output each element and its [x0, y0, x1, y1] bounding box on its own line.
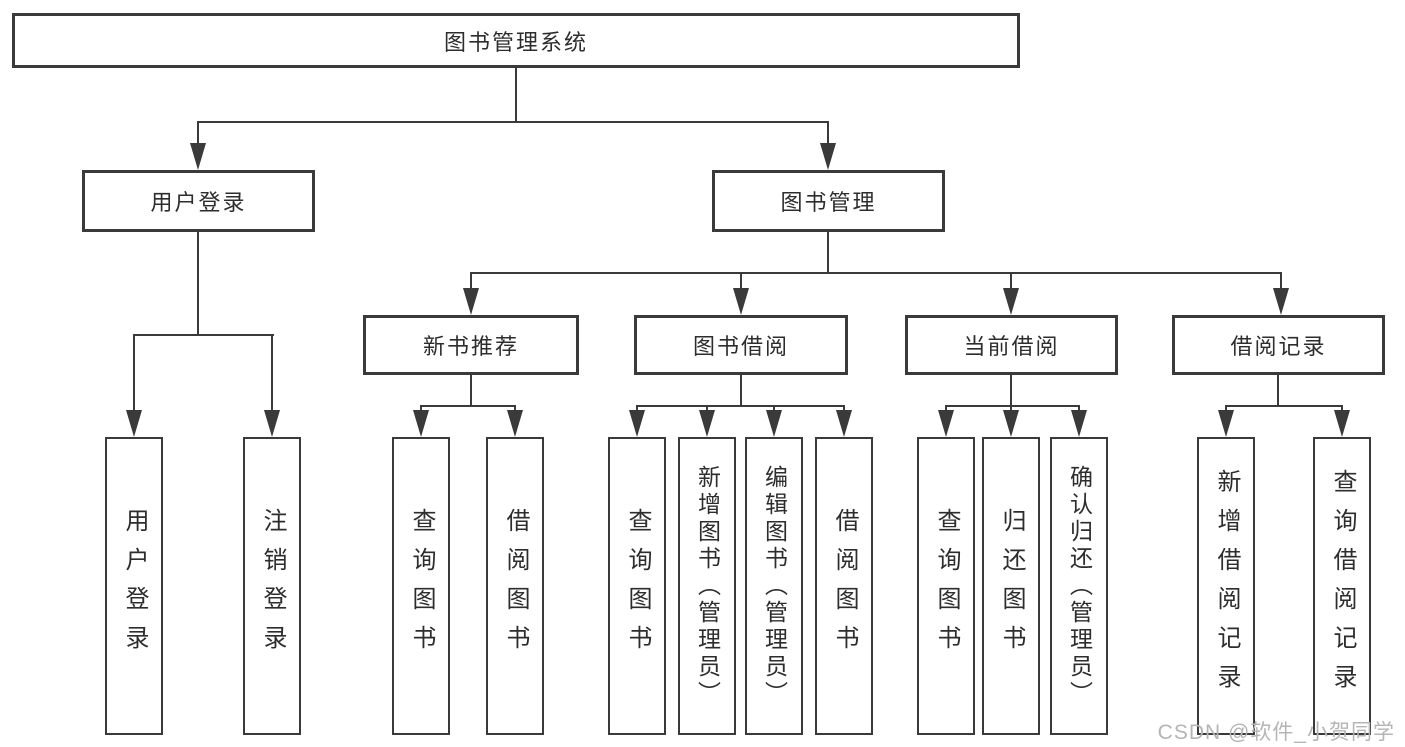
node-label: 图书管理: [780, 190, 877, 215]
arrow-down-icon: [190, 143, 206, 170]
node-leaf-record-add-record: 新增借阅记录: [1197, 437, 1255, 735]
connector: [1280, 272, 1282, 292]
arrow-down-icon: [126, 410, 142, 437]
arrow-down-icon: [699, 410, 715, 437]
arrow-down-icon: [733, 288, 749, 315]
node-leaf-borrow-edit-book-admin: 编辑图书（管理员）: [745, 437, 803, 735]
node-label: 归还图书: [998, 508, 1025, 664]
node-label: 注销登录: [259, 508, 286, 664]
node-leaf-logout: 注销登录: [243, 437, 301, 735]
connector: [1010, 375, 1012, 407]
node-borrowing-records: 借阅记录: [1172, 315, 1385, 375]
connector: [133, 334, 135, 414]
connector: [421, 405, 516, 407]
node-current-borrowing: 当前借阅: [905, 315, 1118, 375]
node-label: 图书管理系统: [443, 29, 588, 55]
arrow-down-icon: [1218, 410, 1234, 437]
node-leaf-rec-borrow-book: 借阅图书: [486, 437, 544, 735]
connector: [827, 121, 829, 149]
arrow-down-icon: [1334, 410, 1350, 437]
node-library-management-system: 图书管理系统: [12, 13, 1020, 68]
watermark: CSDN @软件_小贺同学: [1157, 721, 1395, 744]
arrow-down-icon: [507, 410, 523, 437]
node-leaf-user-login: 用户登录: [105, 437, 163, 735]
connector: [637, 405, 845, 407]
node-label: 新书推荐: [422, 334, 519, 359]
connector: [470, 375, 472, 407]
node-label: 用户登录: [150, 190, 247, 215]
node-leaf-borrow-add-book-admin: 新增图书（管理员）: [678, 437, 736, 735]
node-label: 查询图书: [408, 508, 435, 664]
node-label: 新增图书（管理员）: [694, 464, 721, 708]
arrow-down-icon: [820, 143, 836, 170]
arrow-down-icon: [1273, 288, 1289, 315]
arrow-down-icon: [629, 410, 645, 437]
connector: [197, 121, 829, 123]
connector: [470, 272, 472, 292]
node-label: 查询图书: [624, 508, 651, 664]
arrow-down-icon: [463, 288, 479, 315]
node-label: 新增借阅记录: [1213, 469, 1240, 703]
arrow-down-icon: [264, 410, 280, 437]
connector: [1010, 272, 1012, 292]
connector: [133, 334, 274, 336]
node-leaf-current-query-book: 查询图书: [917, 437, 975, 735]
arrow-down-icon: [938, 410, 954, 437]
connector: [197, 232, 199, 336]
arrow-down-icon: [413, 410, 429, 437]
node-label: 借阅图书: [831, 508, 858, 664]
node-leaf-borrow-query-book: 查询图书: [608, 437, 666, 735]
arrow-down-icon: [766, 410, 782, 437]
connector: [470, 272, 1282, 274]
connector: [1226, 405, 1343, 407]
node-label: 查询图书: [933, 508, 960, 664]
node-new-book-recommendation: 新书推荐: [363, 315, 579, 375]
node-label: 确认归还（管理员）: [1066, 464, 1093, 708]
arrow-down-icon: [1003, 288, 1019, 315]
node-label: 借阅记录: [1230, 334, 1327, 359]
connector: [827, 232, 829, 274]
node-user-login: 用户登录: [82, 170, 315, 232]
node-leaf-rec-query-book: 查询图书: [392, 437, 450, 735]
node-leaf-current-confirm-return-admin: 确认归还（管理员）: [1050, 437, 1108, 735]
node-book-management: 图书管理: [712, 170, 945, 232]
node-leaf-borrow-borrow-book: 借阅图书: [815, 437, 873, 735]
node-label: 当前借阅: [963, 334, 1060, 359]
connector: [271, 334, 273, 414]
node-label: 编辑图书（管理员）: [761, 464, 788, 708]
connector: [515, 68, 517, 122]
node-label: 借阅图书: [502, 508, 529, 664]
arrow-down-icon: [1071, 410, 1087, 437]
node-book-borrowing: 图书借阅: [634, 315, 848, 375]
node-leaf-record-query-record: 查询借阅记录: [1313, 437, 1371, 735]
node-label: 用户登录: [121, 508, 148, 664]
arrow-down-icon: [1003, 410, 1019, 437]
node-label: 图书借阅: [692, 334, 789, 359]
node-leaf-current-return-book: 归还图书: [982, 437, 1040, 735]
connector: [197, 121, 199, 149]
connector: [1277, 375, 1279, 407]
connector: [946, 405, 1080, 407]
connector: [740, 375, 742, 407]
connector: [740, 272, 742, 292]
arrow-down-icon: [836, 410, 852, 437]
node-label: 查询借阅记录: [1329, 469, 1356, 703]
